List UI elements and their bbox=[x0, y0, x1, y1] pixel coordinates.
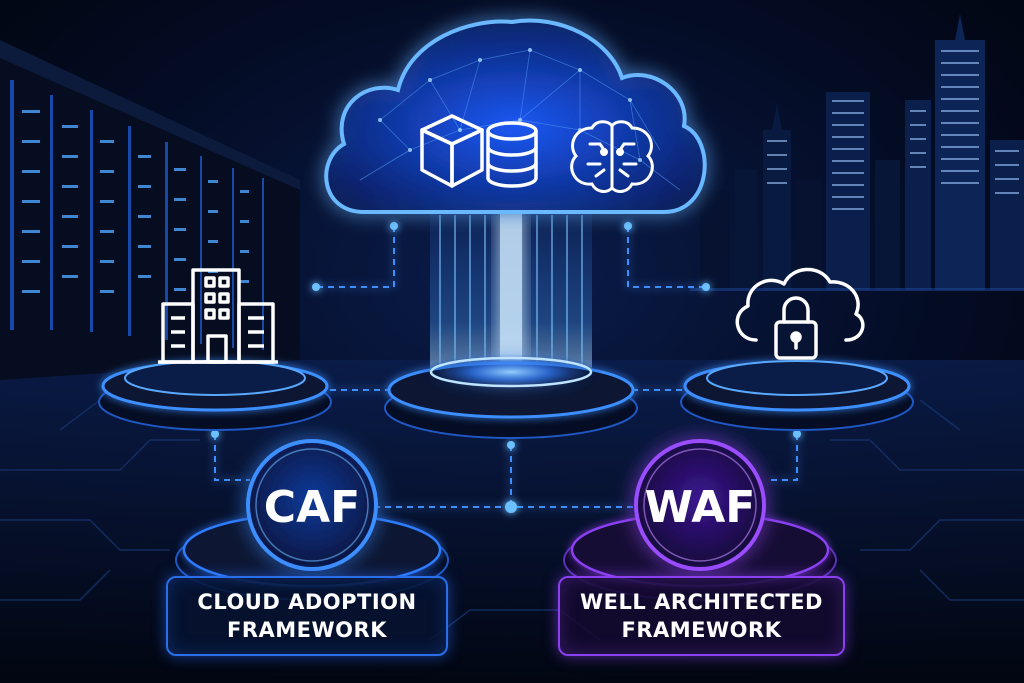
light-beam bbox=[430, 210, 592, 370]
connector-left-platform-to-caf bbox=[214, 434, 250, 481]
connector-nodes bbox=[211, 222, 801, 513]
connector-cloud-to-right-platform bbox=[627, 226, 706, 288]
waf-label-box: WELL ARCHITECTED FRAMEWORK bbox=[558, 576, 845, 656]
left-platform bbox=[98, 360, 332, 431]
caf-abbreviation: CAF bbox=[264, 482, 360, 533]
connector-cloud-to-left-platform bbox=[316, 226, 395, 288]
brain-chip-icon bbox=[570, 120, 654, 193]
circuit-traces bbox=[0, 399, 1024, 641]
waf-abbreviation: WAF bbox=[645, 482, 756, 533]
waf-label-line2: FRAMEWORK bbox=[621, 618, 782, 642]
right-platform bbox=[680, 360, 914, 431]
caf-node: CAF bbox=[175, 439, 449, 601]
connector-right-platform-to-waf bbox=[768, 434, 798, 481]
database-icon bbox=[486, 121, 538, 188]
connector-lines bbox=[214, 226, 798, 508]
city-skyline bbox=[690, 14, 1024, 291]
caf-label-line2: FRAMEWORK bbox=[227, 618, 387, 642]
caf-label-box: CLOUD ADOPTION FRAMEWORK bbox=[166, 576, 448, 656]
cube-icon bbox=[420, 114, 484, 188]
waf-label-line1: WELL ARCHITECTED bbox=[580, 590, 823, 614]
cloud-lock-icon bbox=[735, 267, 865, 360]
center-platform bbox=[384, 354, 638, 439]
caf-label-line1: CLOUD ADOPTION bbox=[197, 590, 417, 614]
office-building-icon bbox=[158, 268, 278, 364]
